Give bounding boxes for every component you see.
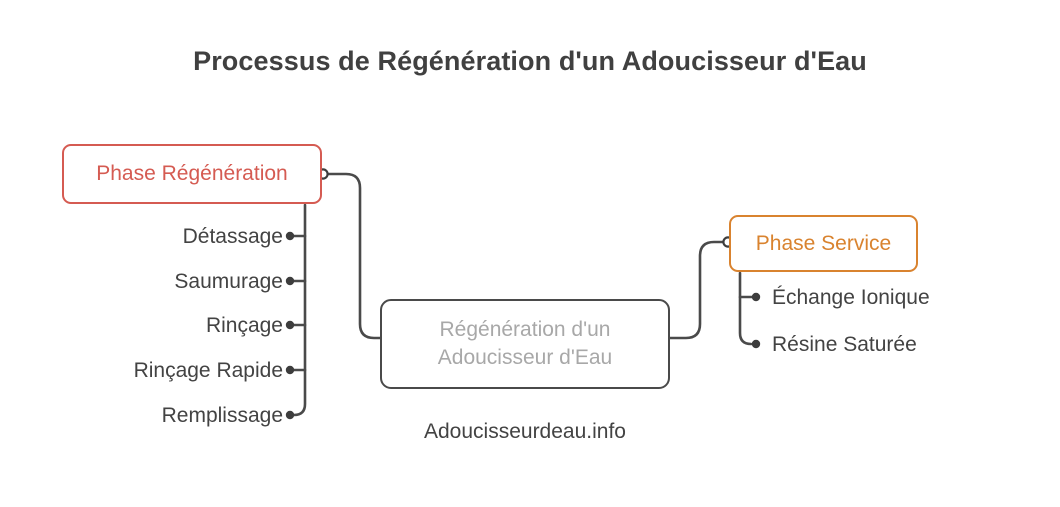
node-phase-service[interactable]: Phase Service [729,215,918,272]
central-topic-line-2: Adoucisseur d'Eau [437,346,613,369]
leaf-resine-saturee[interactable]: Résine Saturée [772,333,917,356]
leaf-bullet-remplissage [285,410,295,420]
wire-center-to-service [667,240,725,340]
leaf-bullet-resine-saturee [751,339,761,349]
node-phase-service-label: Phase Service [755,231,892,255]
node-phase-regeneration[interactable]: Phase Régénération [62,144,322,204]
wire-right-trunk [738,271,753,346]
leaf-bullet-echange-ionique [751,292,761,302]
leaf-bullet-detassage [285,231,295,241]
leaf-rincage-rapide[interactable]: Rinçage Rapide [133,359,283,382]
leaf-bullet-rincage [285,320,295,330]
leaf-bullet-rincage-rapide [285,365,295,375]
leaf-bullet-saumurage [285,276,295,286]
leaf-saumurage[interactable]: Saumurage [174,270,283,293]
central-topic-line-1: Régénération d'un [439,318,611,342]
leaf-echange-ionique[interactable]: Échange Ionique [772,286,930,309]
node-central-topic[interactable]: Régénération d'un Adoucisseur d'Eau [380,299,670,389]
leaf-rincage[interactable]: Rinçage [205,314,283,337]
page-title: Processus de Régénération d'un Adoucisse… [193,46,867,76]
wire-regeneration-to-center [326,172,383,340]
leaf-detassage[interactable]: Détassage [182,225,283,248]
node-phase-regeneration-label: Phase Régénération [96,162,288,185]
footer-attribution: Adoucisseurdeau.info [424,420,626,443]
wire-left-trunk [292,203,307,417]
leaf-bullets [285,231,761,420]
leaf-remplissage[interactable]: Remplissage [161,404,283,427]
